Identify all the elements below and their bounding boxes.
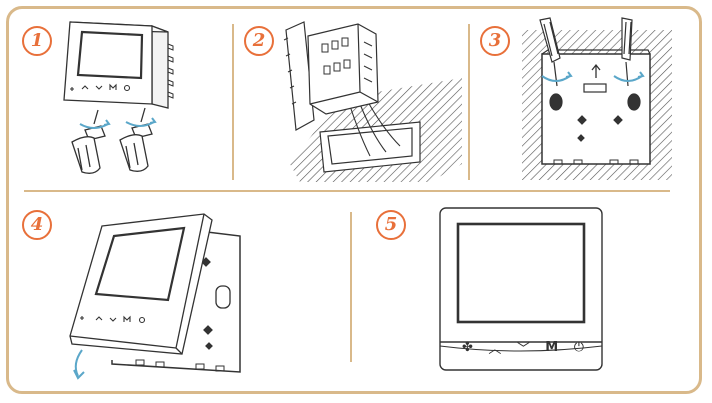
screw-mounting-plate-to-wall-icon (522, 17, 672, 180)
installed-thermostat-icon (439, 207, 603, 371)
diagram-frame (6, 6, 702, 394)
vertical-divider-1 (232, 24, 234, 180)
step-1-illustration (40, 12, 230, 187)
step-2-illustration (280, 14, 465, 186)
vertical-divider-2 (468, 24, 470, 180)
mode-icon: M (545, 340, 559, 355)
power-icon: ⏻ (573, 340, 584, 355)
step-4-number: 4 (22, 210, 52, 240)
step-5-number: 5 (376, 210, 406, 240)
step-1-number: 1 (22, 26, 52, 56)
step-2-number: 2 (244, 26, 274, 56)
step-4-illustration (56, 206, 266, 386)
thermostat-key-row: ✤ ︿ ﹀ M ⏻ (462, 338, 584, 357)
up-arrow-icon: ︿ (488, 342, 502, 357)
hook-and-snap-panel-icon (69, 213, 241, 380)
down-arrow-icon: ﹀ (516, 342, 530, 357)
step-3-number: 3 (480, 26, 510, 56)
horizontal-divider (24, 190, 670, 192)
step-5-illustration (438, 206, 606, 374)
unscrew-bottom-screws-icon (63, 21, 174, 174)
step-3-illustration (518, 14, 678, 186)
connect-wiring-to-wall-box-icon (283, 21, 462, 182)
fan-icon: ✤ (462, 340, 473, 355)
vertical-divider-3 (350, 212, 352, 362)
